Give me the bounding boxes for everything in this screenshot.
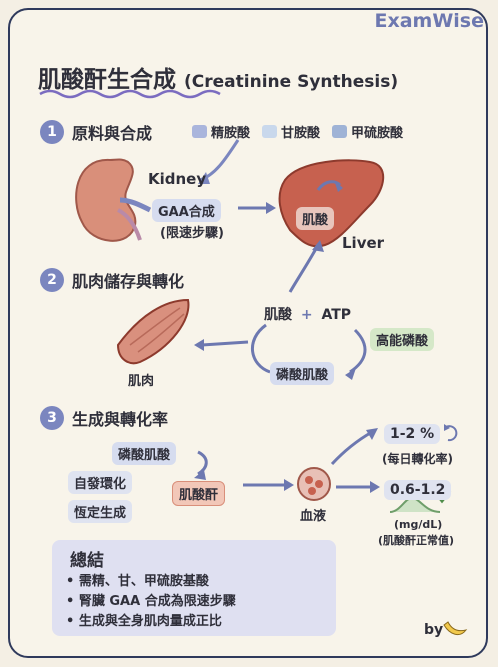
atp-text: ATP [321,307,352,323]
page-title: 肌酸酐生合成 (Creatinine Synthesis) [38,60,398,94]
rate-limiting-note: (限速步驟) [160,226,224,241]
section-3-heading: 3 生成與轉化率 [40,406,168,430]
title-zh: 肌酸酐生合成 [38,67,176,93]
normal-range-label: (肌酸酐正常值) [378,534,455,547]
blood-drop-icon [297,467,331,501]
summary-item: 生成與全身肌肉量成正比 [66,612,236,632]
arrowhead [198,172,210,184]
arrow [197,450,208,476]
arrowhead [366,428,378,440]
legend-label: 精胺酸 [211,126,251,141]
legend-item-glycine: 甘胺酸 [262,122,320,141]
normal-range-value: 0.6-1.2 [384,480,452,500]
cycle-arrow [349,328,367,374]
arrowhead [345,368,356,380]
normal-curve-icon [389,496,441,513]
arrowhead [194,470,206,480]
banana-icon [443,621,468,636]
conversion-rate-value: 1-2 % [384,424,441,444]
arrowhead [266,202,276,214]
arrowhead [194,339,204,351]
summary-list: 需精、甘、甲硫胺基酸 腎臟 GAA 合成為限速步驟 生成與全身肌肉量成正比 [66,572,236,632]
title-en: (Creatinine Synthesis) [184,72,399,92]
section-1-title: 原料與合成 [72,124,153,143]
normal-range-unit: (mg/dL) [394,518,443,531]
section-2-heading: 2 肌肉儲存與轉化 [40,268,184,292]
legend-swatch [262,125,278,138]
phosphocreatine-box: 磷酸肌酸 [270,362,335,385]
summary-title: 總結 [70,551,104,571]
spontaneous-cyclization-tag: 自發環化 [68,471,133,494]
legend-item-arginine: 精胺酸 [192,122,250,141]
gaa-synthesis-box: GAA合成 [152,199,221,222]
kidney-icon [75,158,152,242]
section-2-title: 肌肉儲存與轉化 [72,272,185,291]
constant-production-tag: 恆定生成 [68,500,133,523]
legend-item-methionine: 甲硫胺酸 [332,122,403,141]
legend-label: 甘胺酸 [281,126,321,141]
section-3-title: 生成與轉化率 [72,410,169,429]
creatine-text: 肌酸 [264,307,292,323]
byline: by [424,622,444,638]
section-3-number: 3 [40,406,64,430]
conversion-rate-label: (每日轉化率) [382,452,453,466]
section-1-number: 1 [40,120,64,144]
liver-creatine-box: 肌酸 [296,207,335,230]
arrowhead [370,481,380,493]
arrow [288,244,320,293]
phosphocreatine-box-2: 磷酸肌酸 [112,442,177,465]
arrow [201,340,249,347]
summary-item: 腎臟 GAA 合成為限速步驟 [66,592,236,612]
muscle-label: 肌肉 [128,374,155,389]
section-2-number: 2 [40,268,64,292]
brand-logo: ExamWise [374,10,484,32]
liver-label: Liver [342,234,385,252]
high-energy-phosphate-badge: 高能磷酸 [370,328,435,351]
arrowhead [312,240,324,252]
arrow [330,430,373,466]
creatine-atp: 肌酸 + ATP [264,304,351,324]
legend-label: 甲硫胺酸 [351,126,404,141]
refresh-icon [444,424,458,442]
kidney-label: Kidney [148,170,207,188]
title-underline [39,89,221,99]
blood-label: 血液 [300,509,327,524]
summary-box: 總結 需精、甘、甲硫胺基酸 腎臟 GAA 合成為限速步驟 生成與全身肌肉量成正比 [52,540,336,636]
section-1-heading: 1 原料與合成 [40,120,152,144]
plus-sign: + [300,307,313,323]
arrowhead [284,479,294,491]
summary-item: 需精、甘、甲硫胺基酸 [66,572,236,592]
cycle-arrow [250,323,271,374]
amino-acid-legend: 精胺酸 甘胺酸 甲硫胺酸 [192,122,403,141]
muscle-icon [116,298,190,365]
legend-swatch [332,125,348,138]
legend-swatch [192,125,207,138]
creatinine-box: 肌酸酐 [172,481,226,506]
